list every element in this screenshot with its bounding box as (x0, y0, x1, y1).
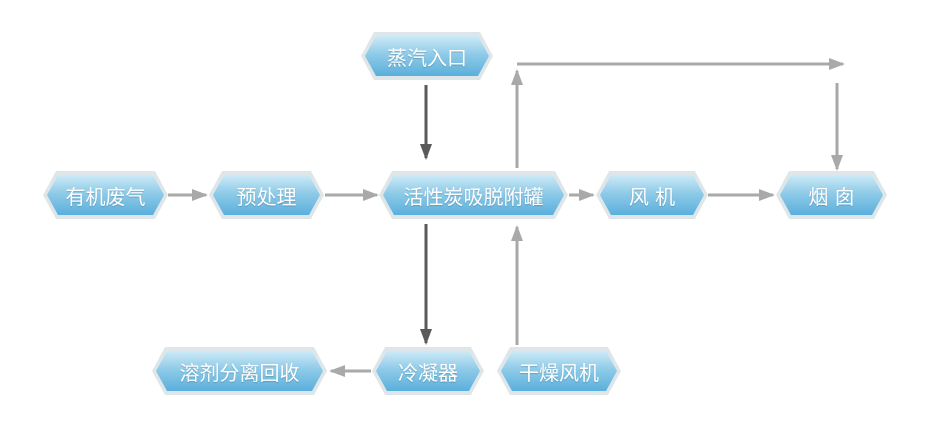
node-solvent-recovery-label: 溶剂分离回收 (179, 360, 300, 385)
node-condenser: 冷凝器 (372, 347, 484, 395)
node-pretreatment-label: 预处理 (236, 184, 297, 209)
node-chimney-label: 烟 囱 (808, 184, 855, 209)
node-steam-inlet: 蒸汽入口 (361, 32, 493, 80)
node-solvent-recovery: 溶剂分离回收 (152, 347, 327, 395)
node-chimney: 烟 囱 (776, 171, 887, 219)
node-adsorption-tank: 活性炭吸脱附罐 (379, 171, 568, 219)
node-fan-label: 风 机 (628, 184, 676, 209)
node-waste-gas-label: 有机废气 (65, 184, 146, 209)
node-fan: 风 机 (596, 171, 708, 219)
node-pretreatment: 预处理 (209, 171, 324, 219)
node-steam-inlet-label: 蒸汽入口 (387, 45, 467, 70)
node-drying-fan: 干燥风机 (497, 347, 621, 395)
node-drying-fan-label: 干燥风机 (519, 360, 599, 385)
node-condenser-label: 冷凝器 (398, 360, 458, 385)
node-adsorption-tank-label: 活性炭吸脱附罐 (403, 184, 544, 209)
node-waste-gas: 有机废气 (43, 171, 168, 219)
